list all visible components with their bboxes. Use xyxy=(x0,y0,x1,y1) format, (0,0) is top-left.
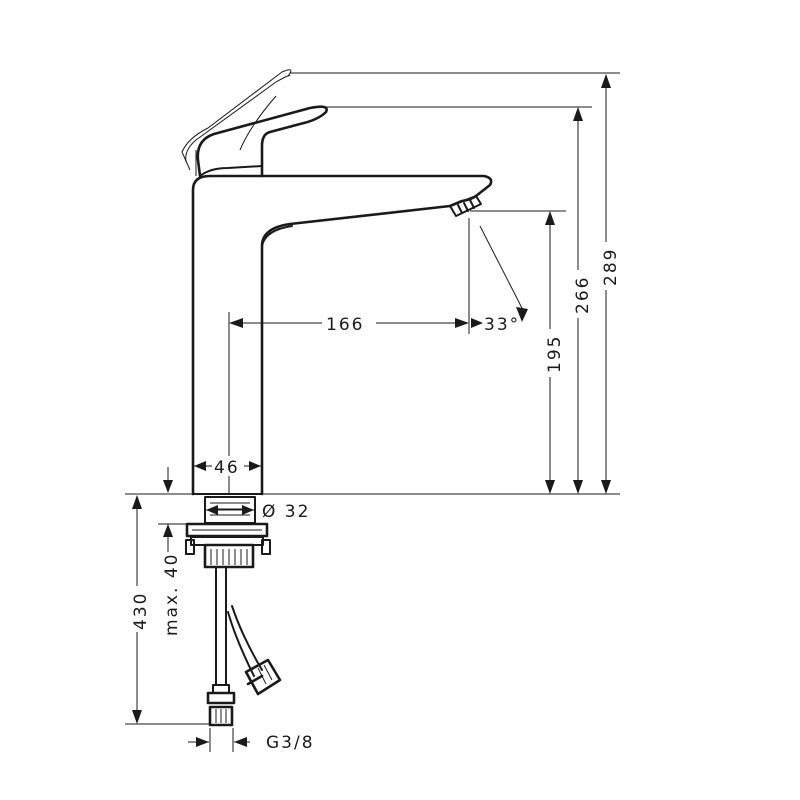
dim-outlet-height: 266 xyxy=(573,276,593,314)
mounting-hardware xyxy=(185,496,271,569)
dim-hole-diameter: Ø 32 xyxy=(262,502,310,522)
supply-hoses xyxy=(206,566,282,727)
lever-raised-ghost xyxy=(181,69,292,176)
dim-connection-thread: G3/8 xyxy=(266,733,315,753)
faucet-body xyxy=(191,174,493,496)
dim-hose-length: 430 xyxy=(131,592,151,630)
aerator xyxy=(449,195,482,217)
dim-max-deck-thickness: max. 40 xyxy=(162,553,182,636)
dimension-labels: 166 33° 195 266 289 46 Ø 32 max. 40 430 xyxy=(128,242,622,753)
dim-total-height: 289 xyxy=(601,248,621,286)
lever-handle xyxy=(196,105,328,178)
dim-spout-clearance: 195 xyxy=(545,335,565,373)
dim-body-width: 46 xyxy=(214,458,240,478)
dim-spout-reach: 166 xyxy=(326,315,364,335)
dim-spray-angle: 33° xyxy=(484,315,520,335)
dimension-lines xyxy=(125,72,620,752)
